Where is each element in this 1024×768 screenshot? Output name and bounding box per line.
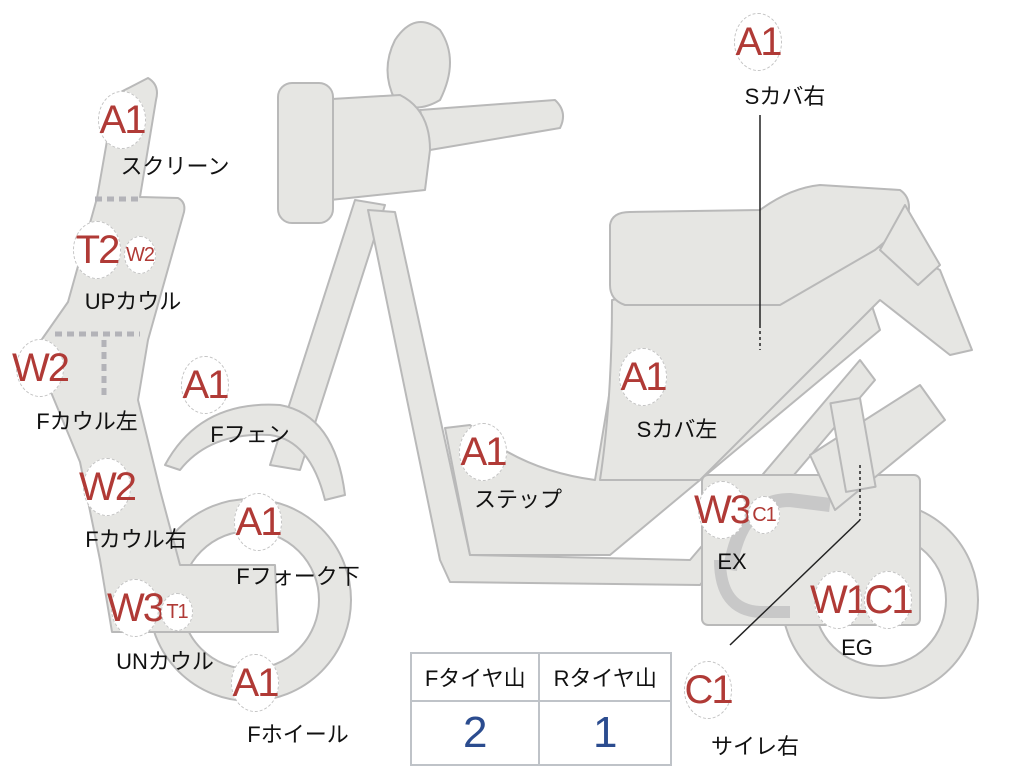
rear-tire-value: 1 xyxy=(538,700,672,766)
part-label: Fカウル右 xyxy=(85,527,187,552)
damage-code-badge: A1 xyxy=(231,654,279,712)
part-label: Fフォーク下 xyxy=(236,564,360,589)
damage-code-badge: A1 xyxy=(98,91,146,149)
damage-code-badge: W3 xyxy=(107,579,165,637)
steering-column xyxy=(269,199,386,471)
tire-tread-table: Fタイヤ山 Rタイヤ山 2 1 xyxy=(409,652,672,766)
rear-tire-header: Rタイヤ山 xyxy=(538,652,672,702)
front-tire-header: Fタイヤ山 xyxy=(409,652,541,702)
body-frame xyxy=(367,209,876,586)
part-label: Fカウル左 xyxy=(36,409,138,434)
part-label: Fフェン xyxy=(210,422,290,447)
damage-code-badge: W2 xyxy=(12,339,70,397)
part-label: UPカウル xyxy=(84,289,182,314)
headlight xyxy=(277,82,334,224)
damage-code-badge: C1 xyxy=(864,571,914,629)
damage-code-badge: A1 xyxy=(734,13,782,71)
damage-code-badge: A1 xyxy=(181,356,229,414)
damage-code-badge: A1 xyxy=(234,493,282,551)
part-label: EG xyxy=(841,635,873,660)
part-label: スクリーン xyxy=(120,154,230,179)
damage-code-badge: A1 xyxy=(619,348,667,406)
part-label: Fホイール xyxy=(247,722,349,747)
damage-code-badge: W1 xyxy=(810,571,868,629)
damage-code-badge: A1 xyxy=(459,423,507,481)
front-fender xyxy=(164,403,346,501)
part-label: Sカバ左 xyxy=(636,417,718,442)
part-label: ステップ xyxy=(473,487,563,512)
damage-code-badge: W2 xyxy=(124,236,156,274)
damage-code-badge: W3 xyxy=(694,481,752,539)
damage-code-badge: T2 xyxy=(73,221,121,279)
part-label: サイレ右 xyxy=(710,734,800,759)
part-label: Sカバ右 xyxy=(744,84,826,109)
damage-code-badge: C1 xyxy=(684,661,734,719)
front-tire-value: 2 xyxy=(409,700,541,766)
handlebar xyxy=(419,99,565,151)
damage-code-badge: W2 xyxy=(79,458,137,516)
part-label: EX xyxy=(717,549,747,574)
damage-code-badge: T1 xyxy=(161,593,193,631)
damage-code-badge: C1 xyxy=(748,496,780,534)
part-label: UNカウル xyxy=(116,649,214,674)
mirror xyxy=(386,21,451,109)
